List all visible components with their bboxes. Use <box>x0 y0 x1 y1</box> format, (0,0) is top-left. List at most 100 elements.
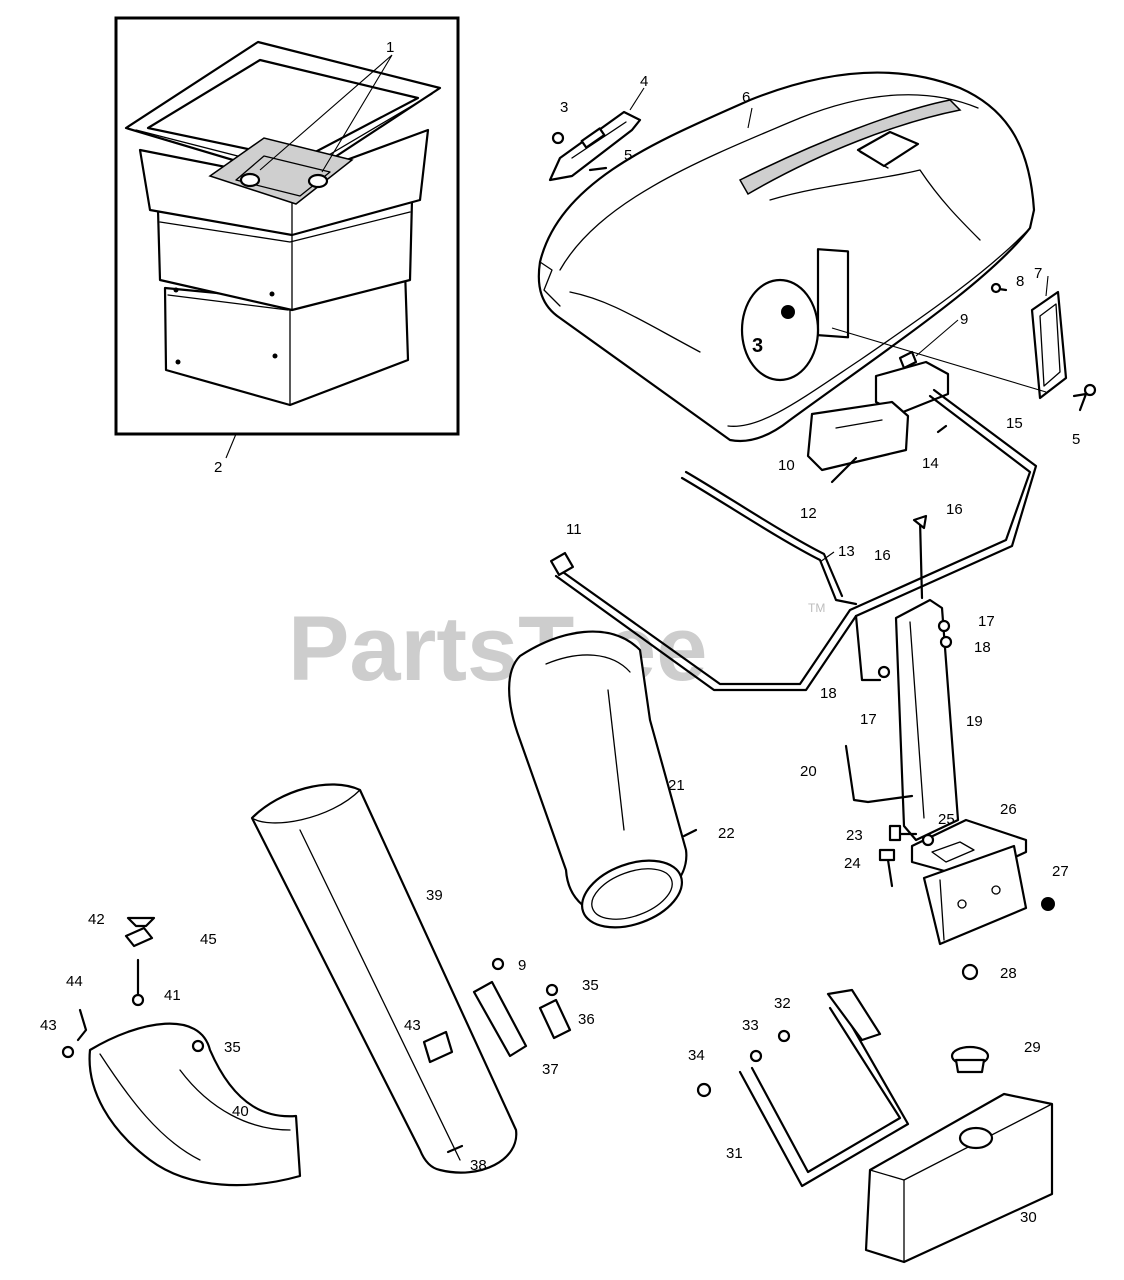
callout-2: 2 <box>214 459 222 476</box>
callout-9-lower: 9 <box>518 957 526 974</box>
callout-9-top: 9 <box>960 311 968 328</box>
part-34-nut[interactable] <box>696 1082 712 1098</box>
part-37-clamp[interactable] <box>472 980 528 1058</box>
part-3-nut-top[interactable] <box>551 131 565 145</box>
callout-44: 44 <box>66 973 83 990</box>
callout-31: 31 <box>726 1145 743 1162</box>
part-26-mount-bracket[interactable] <box>910 818 1028 946</box>
part-45-clip[interactable] <box>124 926 154 948</box>
part-29-tank-cap[interactable] <box>950 1045 990 1074</box>
callout-3-cover: 3 <box>752 335 763 357</box>
part-24-bolt[interactable] <box>886 858 894 888</box>
callout-23: 23 <box>846 827 863 844</box>
part-17-washer-right[interactable] <box>937 619 951 633</box>
callout-11: 11 <box>566 521 582 538</box>
callout-3-top: 3 <box>560 99 568 116</box>
part-20-pin[interactable] <box>844 744 914 804</box>
callout-24: 24 <box>844 855 861 872</box>
callout-42: 42 <box>88 911 105 928</box>
part-17-washer-left[interactable] <box>877 665 891 679</box>
callout-32: 32 <box>774 995 791 1012</box>
part-9-nut-lower[interactable] <box>491 957 505 971</box>
part-27-nut[interactable] <box>1041 897 1055 911</box>
callout-43-left: 43 <box>40 1017 57 1034</box>
callout-18-left: 18 <box>820 685 837 702</box>
callout-13: 13 <box>838 543 855 560</box>
part-35-nut-left[interactable] <box>191 1039 205 1053</box>
callout-29: 29 <box>1024 1039 1041 1056</box>
callout-22: 22 <box>718 825 735 842</box>
callout-5-right: 5 <box>1072 431 1080 448</box>
callout-20: 20 <box>800 763 817 780</box>
callout-25: 25 <box>938 811 955 828</box>
part-18-clamp-left[interactable] <box>854 614 882 682</box>
part-43-plate-tube[interactable] <box>422 1030 454 1064</box>
callout-14: 14 <box>922 455 939 472</box>
callout-33: 33 <box>742 1017 759 1034</box>
part-28-nut[interactable] <box>961 963 979 981</box>
callout-7: 7 <box>1034 265 1042 282</box>
part-31-tank-bracket[interactable] <box>738 988 910 1188</box>
callout-18-right: 18 <box>974 639 991 656</box>
callout-43-tube: 43 <box>404 1017 421 1034</box>
callout-19: 19 <box>966 713 983 730</box>
part-39-discharge-tube[interactable] <box>250 783 518 1174</box>
callout-5-top: 5 <box>624 147 632 164</box>
part-12-pin[interactable] <box>830 456 858 484</box>
part-14-pin[interactable] <box>936 424 948 434</box>
callout-12: 12 <box>800 505 817 522</box>
part-19-support-post[interactable] <box>894 598 960 842</box>
callout-27: 27 <box>1052 863 1069 880</box>
callout-26: 26 <box>1000 801 1017 818</box>
part-9-nut[interactable] <box>898 350 918 370</box>
part-35-nut-right[interactable] <box>545 983 559 997</box>
callout-39: 39 <box>426 887 443 904</box>
callout-41: 41 <box>164 987 181 1004</box>
part-22-screw[interactable] <box>682 828 698 838</box>
part-10-hinge-bracket[interactable] <box>806 360 950 472</box>
callout-15: 15 <box>1006 415 1023 432</box>
callout-17-left: 17 <box>860 711 877 728</box>
part-32-screw[interactable] <box>777 1029 791 1043</box>
watermark-trademark: TM <box>808 601 825 615</box>
callout-4: 4 <box>640 73 648 90</box>
callout-40: 40 <box>232 1103 249 1120</box>
callout-16-mid: 16 <box>874 547 891 564</box>
part-2-grass-bag[interactable] <box>114 16 460 436</box>
part-18-nut-right[interactable] <box>939 635 953 649</box>
part-5-screw-right[interactable] <box>1072 392 1088 412</box>
part-11-cap[interactable] <box>549 551 575 577</box>
callout-34: 34 <box>688 1047 705 1064</box>
part-44-spring[interactable] <box>76 1008 88 1042</box>
part-16-bolt-top[interactable] <box>918 518 924 600</box>
callout-21: 21 <box>668 777 685 794</box>
callout-10: 10 <box>778 457 795 474</box>
callout-35-right: 35 <box>582 977 599 994</box>
callout-36: 36 <box>578 1011 595 1028</box>
part-36-clip[interactable] <box>538 998 572 1040</box>
callout-28: 28 <box>1000 965 1017 982</box>
part-43-plate-left[interactable] <box>61 1045 75 1059</box>
part-6-collector-cover[interactable] <box>537 71 1036 443</box>
callout-37: 37 <box>542 1061 559 1078</box>
part-4-latch[interactable] <box>548 110 642 182</box>
callout-1: 1 <box>386 39 394 56</box>
callout-17-right: 17 <box>978 613 995 630</box>
part-5-screw-top[interactable] <box>588 166 608 172</box>
part-33-washer[interactable] <box>749 1049 763 1063</box>
part-30-fuel-tank[interactable] <box>864 1092 1054 1264</box>
callout-35-left: 35 <box>224 1039 241 1056</box>
part-42-wingnut[interactable] <box>126 916 156 928</box>
callout-16-top: 16 <box>946 501 963 518</box>
callout-38: 38 <box>470 1157 487 1174</box>
callout-8: 8 <box>1016 273 1024 290</box>
part-25-washer[interactable] <box>921 833 935 847</box>
part-40-deflector-elbow[interactable] <box>88 1022 302 1187</box>
callout-45: 45 <box>200 931 217 948</box>
callout-30: 30 <box>1020 1209 1037 1226</box>
callout-6: 6 <box>742 89 750 106</box>
part-38-screw[interactable] <box>446 1144 464 1154</box>
part-7-gasket[interactable] <box>1030 290 1068 400</box>
part-21-chute-elbow[interactable] <box>508 630 691 940</box>
